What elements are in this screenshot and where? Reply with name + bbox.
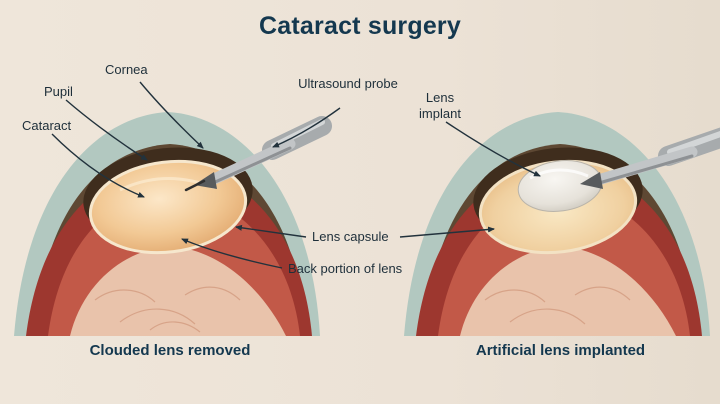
- label-lens-implant: Lens implant: [419, 90, 461, 122]
- ultrasound-probe-arrow: [272, 107, 341, 148]
- label-cataract: Cataract: [22, 118, 72, 133]
- left-tissue-pink-layer: [70, 246, 286, 336]
- page-title: Cataract surgery: [259, 12, 461, 40]
- implant-insertion-instrument: [580, 127, 720, 189]
- label-cornea: Cornea: [105, 62, 148, 77]
- cataract-arrow: [51, 133, 145, 198]
- right-eye: [404, 112, 720, 336]
- label-pupil: Pupil: [44, 84, 73, 99]
- lens-implant-arrow: [445, 121, 541, 177]
- label-ultrasound-probe: Ultrasound probe: [298, 76, 398, 91]
- caption-right-eye: Artificial lens implanted: [475, 342, 646, 359]
- ultrasound-probe-instrument: [184, 116, 332, 192]
- left-blood-vessels: [94, 286, 241, 333]
- left-eye: [14, 112, 332, 336]
- lens-capsule-left-arrow: [235, 224, 307, 238]
- back-portion-arrow: [181, 238, 283, 269]
- right-tissue-pink-layer: [460, 246, 676, 336]
- label-lens-capsule: Lens capsule: [312, 229, 389, 244]
- label-back-portion-of-lens: Back portion of lens: [288, 261, 403, 276]
- leader-lines: [51, 81, 541, 269]
- cornea-arrow: [139, 81, 204, 149]
- right-blood-vessels: [484, 286, 631, 325]
- lens-capsule-right-arrow: [399, 226, 495, 238]
- pupil-arrow: [65, 99, 148, 161]
- caption-left-eye: Clouded lens removed: [89, 342, 251, 359]
